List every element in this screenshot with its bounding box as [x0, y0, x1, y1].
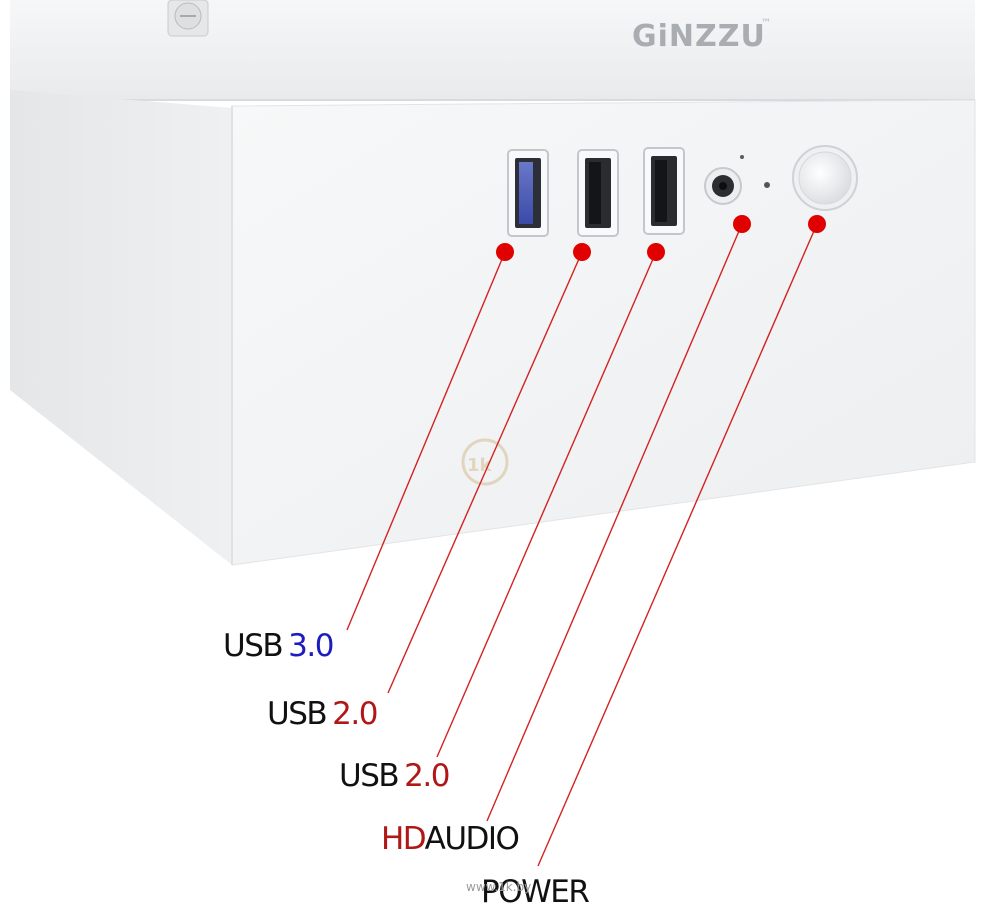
- callout-line-hdaudio: [486, 223, 743, 822]
- callout-line-usb20a: [387, 251, 583, 694]
- usb2-port-icon: [577, 149, 619, 237]
- brand-trademark: ™: [761, 18, 771, 29]
- callout-lines: [346, 223, 818, 867]
- usb3-port-icon: [507, 149, 549, 237]
- power-button-icon: [792, 145, 858, 211]
- label-usb30-prefix: USB: [223, 628, 284, 664]
- led-indicator-icon: [764, 182, 770, 188]
- label-usb30-version: 3.0: [288, 628, 334, 664]
- callout-dot-hdaudio: [733, 215, 751, 233]
- audio-jack-icon: [704, 155, 744, 205]
- usb2-port-icon: [643, 147, 685, 235]
- callout-dot-usb30: [496, 243, 514, 261]
- label-hdaudio-suffix: AUDIO: [424, 821, 520, 857]
- label-usb20b-version: 2.0: [404, 758, 450, 794]
- label-usb20a-prefix: USB: [267, 696, 328, 732]
- callout-line-power: [537, 223, 818, 867]
- brand-logo: GiNZZU: [632, 19, 766, 54]
- callout-dot-usb20b: [647, 243, 665, 261]
- label-power: POWER: [481, 874, 590, 910]
- callout-line-usb20b: [436, 251, 657, 758]
- label-usb20b-prefix: USB: [339, 758, 400, 794]
- label-power-text: POWER: [481, 874, 590, 910]
- screw-icon: [167, 0, 209, 37]
- case-top-panel: GiNZZU ™: [10, 0, 975, 101]
- label-hdaudio-prefix: HD: [381, 821, 426, 857]
- label-usb20a-version: 2.0: [332, 696, 378, 732]
- callout-dots: [496, 215, 826, 261]
- callout-dot-usb20a: [573, 243, 591, 261]
- watermark-text: www.1k.by: [466, 880, 532, 894]
- case-side-panel: [10, 90, 232, 565]
- callout-dot-power: [808, 215, 826, 233]
- callout-line-usb30: [346, 251, 506, 631]
- label-hdaudio: HDAUDIO: [381, 821, 520, 857]
